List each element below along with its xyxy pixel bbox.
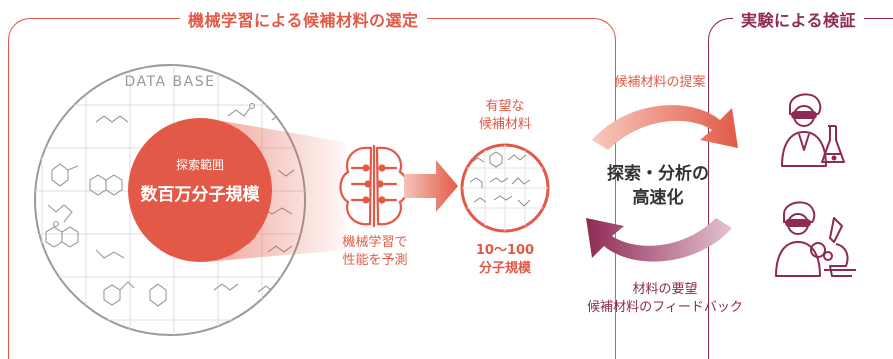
cycle-center-line1: 探索・分析の: [607, 164, 709, 184]
cycle-center-line2: 高速化: [632, 188, 684, 208]
proposal-arrow-label: 候補材料の提案: [614, 75, 706, 90]
candidate-title: 有望な 候補材料: [460, 98, 550, 134]
cycle-arrows: [586, 105, 738, 262]
candidate-count-line1: 10～100: [475, 243, 535, 258]
feedback-arrow-label: 材料の要望 候補材料のフィードバック: [570, 281, 760, 317]
feedback-line2: 候補材料のフィードバック: [587, 300, 743, 315]
search-range-label: 探索範囲: [175, 158, 224, 172]
brain-network-icon: [339, 144, 409, 228]
candidate-title-line1: 有望な: [485, 99, 525, 114]
ml-prediction-line2: 性能を予測: [342, 253, 408, 268]
candidate-circle: [460, 143, 550, 233]
database-label: DATA BASE: [124, 74, 216, 90]
ml-prediction-label: 機械学習で 性能を予測: [320, 234, 430, 270]
candidate-count: 10～100 分子規模: [455, 242, 555, 278]
ml-prediction-line1: 機械学習で: [342, 235, 408, 250]
search-beam: [205, 118, 345, 262]
scientist-flask-icon: [781, 93, 845, 167]
candidate-count-line2: 分子規模: [478, 261, 531, 276]
cycle-center-text: 探索・分析の 高速化: [598, 162, 718, 210]
search-scale-label: 数百万分子規模: [140, 185, 260, 205]
ml-to-candidates-arrow: [404, 160, 458, 212]
candidate-title-line2: 候補材料: [478, 117, 531, 132]
feedback-line1: 材料の要望: [632, 282, 698, 297]
ml-section-title: 機械学習による候補材料の選定: [180, 7, 427, 31]
scientist-microscope-icon: [775, 201, 856, 277]
experiment-section-title: 実験による検証: [733, 7, 865, 31]
